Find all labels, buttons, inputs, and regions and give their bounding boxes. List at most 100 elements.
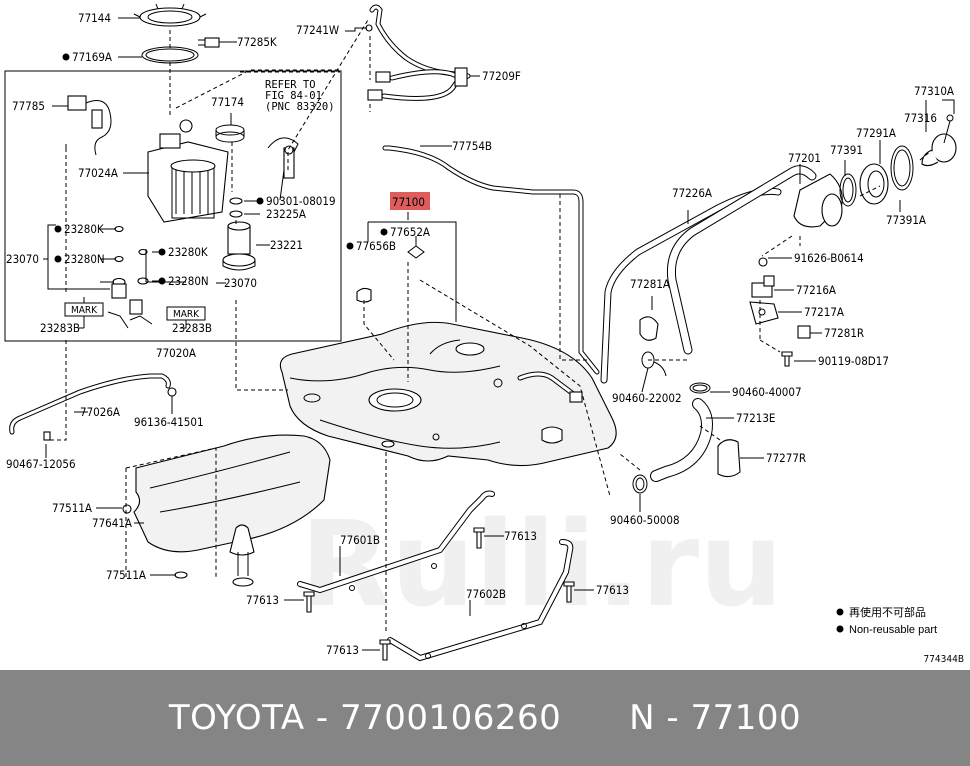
label-77391[interactable]: 77391 xyxy=(830,143,863,157)
part-23225A-filter[interactable] xyxy=(229,197,243,218)
part-77754B-breather-tube[interactable] xyxy=(382,145,600,375)
part-77602B-tank-band[interactable] xyxy=(387,539,574,662)
label-23280K[interactable]: 23280K xyxy=(64,222,104,236)
part-77226A-filler-pipe[interactable] xyxy=(600,165,817,384)
part-77285K-clip[interactable] xyxy=(198,37,220,48)
part-77310A-fuel-cap[interactable] xyxy=(921,114,957,167)
label-90467-12056[interactable]: 90467-12056 xyxy=(6,457,76,471)
label-77641A[interactable]: 77641A xyxy=(92,516,132,530)
label-77217A[interactable]: 77217A xyxy=(804,305,844,319)
label-91626-B0614[interactable]: 91626-B0614 xyxy=(794,251,864,265)
part-23221-fuel-pump[interactable] xyxy=(222,221,256,271)
part-77174-seal[interactable] xyxy=(215,124,245,143)
label-77785[interactable]: 77785 xyxy=(12,99,45,113)
part-77281R-clamp[interactable] xyxy=(797,325,811,339)
label-96136-41501[interactable]: 96136-41501 xyxy=(134,415,204,429)
small-parts-23280[interactable] xyxy=(107,225,153,329)
part-77169A-gasket[interactable] xyxy=(141,46,199,64)
label-77310A[interactable]: 77310A xyxy=(914,84,954,98)
label-77652A[interactable]: 77652A xyxy=(390,225,430,239)
label-23070[interactable]: 23070 xyxy=(224,276,257,290)
part-77656B-cushion[interactable] xyxy=(356,287,372,303)
part-90460-22002-clamp[interactable] xyxy=(641,351,667,377)
part-77277R-protector[interactable] xyxy=(717,439,741,478)
part-77391A-ring[interactable] xyxy=(890,145,914,191)
label-77144[interactable]: 77144 xyxy=(78,11,111,25)
footer-gap xyxy=(561,698,629,738)
label-77216A[interactable]: 77216A xyxy=(796,283,836,297)
label-23070[interactable]: 23070 xyxy=(6,252,39,266)
label-77754B[interactable]: 77754B xyxy=(452,139,492,153)
part-77613-bolt-b[interactable] xyxy=(563,581,575,603)
part-77391-gasket[interactable] xyxy=(839,173,857,207)
label-77291A[interactable]: 77291A xyxy=(856,126,896,140)
label-77511A[interactable]: 77511A xyxy=(106,568,146,582)
part-77216A-bracket[interactable] xyxy=(751,257,775,298)
label-77281A[interactable]: 77281A xyxy=(630,277,670,291)
label-90119-08D17[interactable]: 90119-08D17 xyxy=(818,354,889,368)
label-77174[interactable]: 77174 xyxy=(211,95,244,109)
label-77169A[interactable]: 77169A xyxy=(72,50,112,64)
part-ref-83320-sender[interactable] xyxy=(267,137,299,201)
label-77241W[interactable]: 77241W xyxy=(296,23,339,37)
label-77281R[interactable]: 77281R xyxy=(824,326,864,340)
label-77656B[interactable]: 77656B xyxy=(356,239,396,253)
part-77785-wire[interactable] xyxy=(67,95,112,156)
part-77144-lock-ring[interactable] xyxy=(133,3,207,27)
part-90460-40007-clamp[interactable] xyxy=(689,382,711,394)
label-77020A[interactable]: 77020A xyxy=(156,346,196,360)
part-77652A-gasket[interactable] xyxy=(407,245,425,259)
label-77391A[interactable]: 77391A xyxy=(886,213,926,227)
part-77281A-clamp[interactable] xyxy=(639,316,659,341)
label-77511A[interactable]: 77511A xyxy=(52,501,92,515)
part-77511A-fastener-b[interactable] xyxy=(174,571,188,579)
label-77201[interactable]: 77201 xyxy=(788,151,821,165)
label-77613[interactable]: 77613 xyxy=(596,583,629,597)
part-77291A-cap-housing[interactable] xyxy=(859,163,889,205)
label-77277R[interactable]: 77277R xyxy=(766,451,806,465)
label-23280N[interactable]: 23280N xyxy=(168,274,209,288)
label-23283B[interactable]: 23283B xyxy=(40,321,80,335)
part-77213E-hose[interactable] xyxy=(650,398,713,482)
part-77241W-hose[interactable] xyxy=(365,4,469,79)
part-77026A-tube[interactable] xyxy=(9,373,177,441)
part-77641A-protector[interactable] xyxy=(133,434,331,587)
label-90301-08019[interactable]: 90301-08019 xyxy=(266,194,336,208)
label-77613[interactable]: 77613 xyxy=(326,643,359,657)
label-77024A[interactable]: 77024A xyxy=(78,166,118,180)
label-77226A[interactable]: 77226A xyxy=(672,186,712,200)
part-77201-filler-neck[interactable] xyxy=(793,173,843,228)
label-23221[interactable]: 23221 xyxy=(270,238,303,252)
label-90460-50008[interactable]: 90460-50008 xyxy=(610,513,680,527)
part-77511A-fastener-a[interactable] xyxy=(122,504,132,514)
part-77613-bolt-a[interactable] xyxy=(473,527,485,549)
label-23283B[interactable]: 23283B xyxy=(172,321,212,335)
part-90119-bolt[interactable] xyxy=(781,351,793,367)
label-77602B[interactable]: 77602B xyxy=(466,587,506,601)
label-77213E[interactable]: 77213E xyxy=(736,411,775,425)
part-77613-bolt-d[interactable] xyxy=(379,639,391,661)
part-77209F-wire-harness[interactable] xyxy=(367,67,471,101)
label-77026A[interactable]: 77026A xyxy=(80,405,120,419)
label-77100[interactable]: 77100 xyxy=(392,195,425,209)
part-77601B-tank-band[interactable] xyxy=(297,490,495,594)
legend-japanese: 再使用不可部品 xyxy=(849,605,926,619)
part-77613-bolt-c[interactable] xyxy=(303,591,315,613)
label-90460-22002[interactable]: 90460-22002 xyxy=(612,391,682,405)
label-77316[interactable]: 77316 xyxy=(904,111,937,125)
label-77613[interactable]: 77613 xyxy=(504,529,537,543)
nonreusable-dot xyxy=(54,255,62,263)
part-90460-50008-clamp[interactable] xyxy=(632,474,648,494)
label-77209F[interactable]: 77209F xyxy=(482,69,521,83)
label-23225A[interactable]: 23225A xyxy=(266,207,306,221)
part-77217A-bracket[interactable] xyxy=(749,301,779,325)
label-23280N[interactable]: 23280N xyxy=(64,252,105,266)
label-77601B[interactable]: 77601B xyxy=(340,533,380,547)
label-23280K[interactable]: 23280K xyxy=(168,245,208,259)
label-90460-40007[interactable]: 90460-40007 xyxy=(732,385,802,399)
label-77613[interactable]: 77613 xyxy=(246,593,279,607)
part-77100-fuel-tank[interactable] xyxy=(279,321,617,467)
part-77024A-fuel-sender[interactable] xyxy=(147,119,229,223)
label-77285K[interactable]: 77285K xyxy=(237,35,277,49)
